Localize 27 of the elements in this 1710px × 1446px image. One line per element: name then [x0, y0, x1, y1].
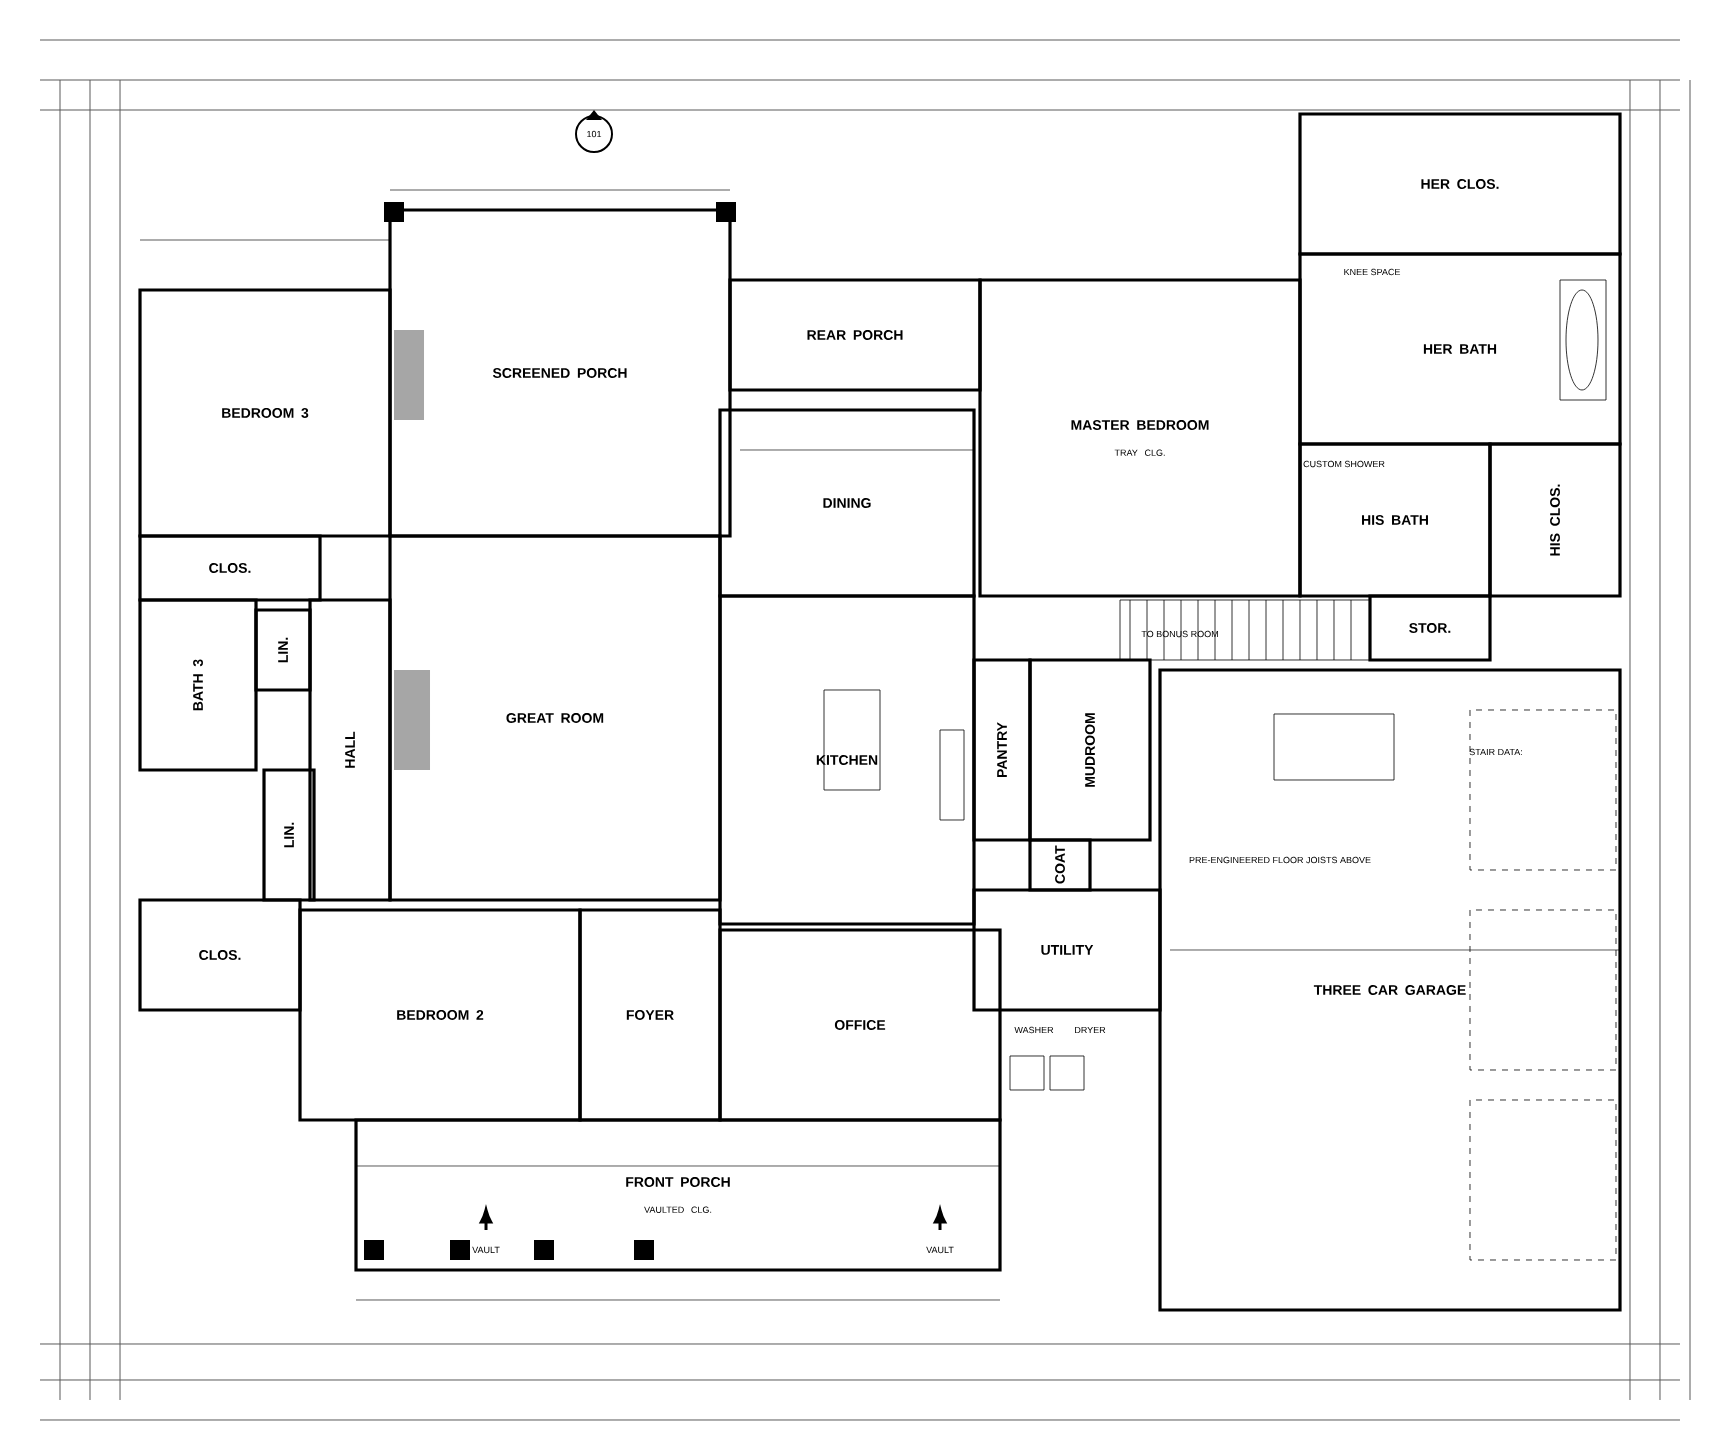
- room-outline: [308, 598, 392, 902]
- room-outline: [262, 768, 316, 902]
- room-outline: [1028, 838, 1092, 892]
- room-outline: [388, 534, 722, 902]
- room-outline: [718, 408, 976, 598]
- room-outline: [354, 1118, 1002, 1272]
- room-outline: [718, 594, 976, 926]
- room-outline: [1028, 658, 1152, 842]
- room-outline: [388, 208, 732, 538]
- room-outline: [1488, 442, 1622, 598]
- room-outline: [1368, 594, 1492, 662]
- room-outline: [138, 898, 302, 1012]
- room-outline: [138, 534, 322, 602]
- room-outline: [138, 288, 392, 538]
- room-outline: [1158, 668, 1622, 1312]
- room-outline: [1298, 252, 1622, 446]
- room-outline: [578, 908, 722, 1122]
- room-outline: [1298, 442, 1492, 598]
- room-outline: [138, 598, 258, 772]
- room-outline: [1298, 112, 1622, 256]
- room-outline: [254, 608, 312, 692]
- room-outline: [728, 278, 982, 392]
- room-outline: [298, 908, 582, 1122]
- room-outline: [978, 278, 1302, 598]
- room-outline: [972, 888, 1162, 1012]
- room-outline: [718, 928, 1002, 1122]
- room-outline: [972, 658, 1032, 842]
